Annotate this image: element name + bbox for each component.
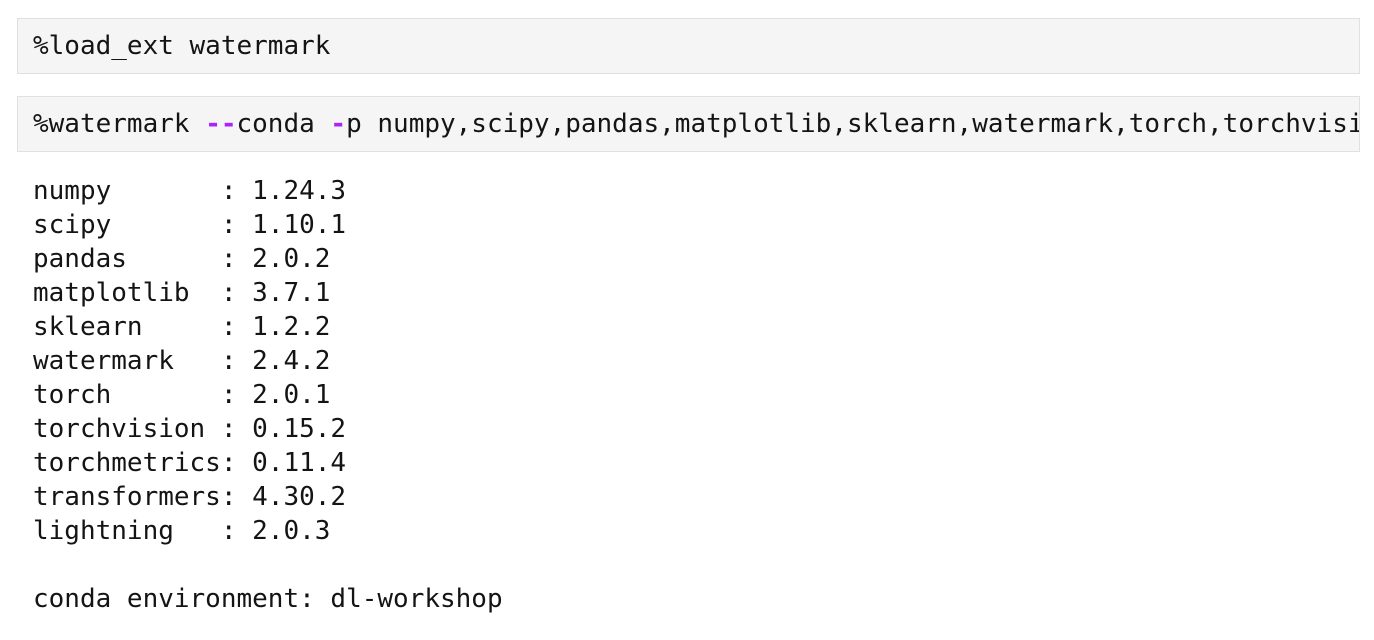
- package-version: 2.0.3: [252, 516, 331, 546]
- operator-token: --: [205, 109, 237, 139]
- code-line: %load_ext watermark: [33, 31, 331, 61]
- package-name: lightning: [33, 516, 174, 546]
- notebook: %load_ext watermark %watermark --conda -…: [17, 18, 1360, 616]
- package-name: sklearn: [33, 312, 143, 342]
- package-version: 1.2.2: [252, 312, 331, 342]
- package-row: numpy: 1.24.3: [33, 174, 1360, 208]
- code-cell-load-ext[interactable]: %load_ext watermark: [17, 18, 1360, 74]
- package-name: torch: [33, 380, 112, 410]
- package-version: 2.0.1: [252, 380, 331, 410]
- conda-environment-label: conda environment:: [33, 584, 331, 614]
- conda-environment-value: dl-workshop: [330, 584, 503, 614]
- package-row: lightning: 2.0.3: [33, 514, 1360, 548]
- package-name: torchmetrics: [33, 448, 221, 478]
- package-version: 4.30.2: [252, 482, 347, 512]
- package-name: torchvision: [33, 414, 206, 444]
- package-row: transformers: 4.30.2: [33, 480, 1360, 514]
- package-name: numpy: [33, 176, 112, 206]
- package-version: 0.11.4: [252, 448, 347, 478]
- code-line: %watermark --conda -p numpy,scipy,pandas…: [33, 107, 1359, 141]
- package-row: pandas: 2.0.2: [33, 242, 1360, 276]
- separator: :: [220, 516, 253, 546]
- package-row: watermark: 2.4.2: [33, 344, 1360, 378]
- package-row: sklearn: 1.2.2: [33, 310, 1360, 344]
- separator: :: [220, 312, 253, 342]
- separator: :: [220, 210, 253, 240]
- package-version: 1.24.3: [252, 176, 347, 206]
- conda-environment-line: conda environment: dl-workshop: [33, 582, 1360, 616]
- package-name: matplotlib: [33, 278, 190, 308]
- package-name: transformers: [33, 482, 221, 512]
- separator: :: [220, 346, 253, 376]
- package-row: torch: 2.0.1: [33, 378, 1360, 412]
- package-row: torchmetrics: 0.11.4: [33, 446, 1360, 480]
- separator: :: [220, 176, 253, 206]
- separator: :: [220, 448, 253, 478]
- separator: :: [220, 278, 253, 308]
- code-cell-watermark[interactable]: %watermark --conda -p numpy,scipy,pandas…: [17, 96, 1360, 152]
- package-row: matplotlib: 3.7.1: [33, 276, 1360, 310]
- code-token: %watermark: [33, 109, 206, 139]
- package-version: 2.0.2: [252, 244, 331, 274]
- package-version: 3.7.1: [252, 278, 331, 308]
- package-row: scipy: 1.10.1: [33, 208, 1360, 242]
- package-version: 0.15.2: [252, 414, 347, 444]
- separator: :: [220, 244, 253, 274]
- code-token: p numpy,scipy,pandas,matplotlib,sklearn,…: [346, 109, 1360, 139]
- separator: :: [220, 414, 253, 444]
- code-token: conda: [236, 109, 331, 139]
- package-name: scipy: [33, 210, 112, 240]
- package-version: 1.10.1: [252, 210, 347, 240]
- package-row: torchvision: 0.15.2: [33, 412, 1360, 446]
- package-version: 2.4.2: [252, 346, 331, 376]
- operator-token: -: [330, 109, 347, 139]
- package-name: pandas: [33, 244, 127, 274]
- separator: :: [220, 482, 253, 512]
- separator: :: [220, 380, 253, 410]
- package-name: watermark: [33, 346, 174, 376]
